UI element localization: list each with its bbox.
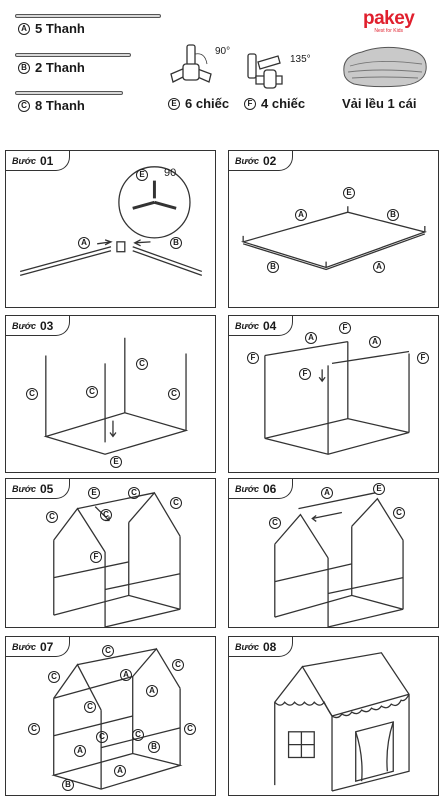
step-01-zoom-angle: 90 — [164, 167, 177, 179]
step-04-badge-a1: A — [305, 332, 317, 344]
step-04-badge-f1: F — [339, 322, 351, 334]
step-05-diagram — [53, 491, 181, 627]
step-04-badge-f4: F — [299, 368, 311, 380]
step-02-badge-a-bottom: A — [373, 261, 385, 273]
step-07-badge-a2: A — [146, 685, 158, 697]
step-06-badge-c2: C — [393, 507, 405, 519]
step-06-badge-a: A — [321, 487, 333, 499]
part-a-text: 5 Thanh — [35, 21, 85, 36]
part-a-label: A 5 Thanh — [18, 21, 85, 36]
part-b-label: B 2 Thanh — [18, 60, 85, 75]
part-e-label: E 6 chiếc — [168, 96, 229, 111]
brand-logo: pakey Nest for Kids — [363, 8, 415, 34]
step-06-badge-c1: C — [269, 517, 281, 529]
brand-logo-text: pakey — [363, 8, 415, 29]
step-05-badge-c1: C — [128, 487, 140, 499]
part-f-badge: F — [244, 97, 256, 110]
step-07-badge-c3: C — [48, 671, 60, 683]
step-02-badge-e: E — [343, 187, 355, 199]
step-07-badge-a4: A — [114, 765, 126, 777]
rod-b-icon — [15, 53, 131, 57]
step-07-badge-c2: C — [172, 659, 184, 671]
step-03-badge-c3: C — [136, 358, 148, 370]
step-07-badge-c8: C — [132, 729, 144, 741]
part-c-text: 8 Thanh — [35, 98, 85, 113]
connector-135-icon — [247, 53, 283, 89]
step-05-badge-e: E — [88, 487, 100, 499]
step-06-diagram — [274, 492, 404, 627]
step-01-zoom-badge: E — [136, 169, 148, 181]
step-07-badge-c7: C — [184, 723, 196, 735]
brand-tagline: Nest for Kids — [374, 28, 403, 34]
folded-tent-fabric-icon — [343, 46, 427, 88]
step-04-diagram — [264, 341, 410, 455]
step-07-badge-a1: A — [120, 669, 132, 681]
part-e-badge: E — [168, 97, 180, 110]
step-07-badge-a3: A — [74, 745, 86, 757]
step-07-badge-b2: B — [62, 779, 74, 791]
step-04-badge-f2: F — [247, 352, 259, 364]
step-07-badge-b1: B — [148, 741, 160, 753]
step-04-badge-a2: A — [369, 336, 381, 348]
step-03-badge-c2: C — [86, 386, 98, 398]
part-b-badge: B — [18, 61, 30, 74]
step-05-badge-f: F — [90, 551, 102, 563]
connector-90-icon — [170, 44, 212, 83]
connector-f-angle: 135° — [290, 54, 311, 65]
step-02-badge-b-right: B — [387, 209, 399, 221]
step-05-badge-c2: C — [170, 497, 182, 509]
step-03-diagram — [43, 337, 189, 455]
step-01-diagram — [19, 166, 203, 277]
step-02-diagram — [240, 206, 428, 271]
step-07-badge-c6: C — [96, 731, 108, 743]
step-07-badge-c1: C — [102, 645, 114, 657]
step-05-badge-c3: C — [46, 511, 58, 523]
part-fabric-text: Vải lều 1 cái — [342, 96, 417, 111]
part-a-badge: A — [18, 22, 30, 35]
step-02-badge-a-top: A — [295, 209, 307, 221]
step-04-badge-f3: F — [417, 352, 429, 364]
part-c-label: C 8 Thanh — [18, 98, 85, 113]
part-b-text: 2 Thanh — [35, 60, 85, 75]
step-07-diagram — [51, 647, 183, 790]
step-02-badge-b-left: B — [267, 261, 279, 273]
step-07-badge-c5: C — [28, 723, 40, 735]
step-03-badge-c4: C — [168, 388, 180, 400]
step-06-badge-e: E — [373, 483, 385, 495]
part-f-text: 4 chiếc — [261, 96, 306, 111]
step-05-badge-c4: C — [100, 509, 112, 521]
part-fabric-label: Vải lều 1 cái — [342, 96, 416, 111]
part-f-label: F 4 chiếc — [244, 96, 305, 111]
step-07-badge-c4: C — [84, 701, 96, 713]
step-03-badge-c1: C — [26, 388, 38, 400]
rod-a-icon — [15, 14, 161, 18]
rod-c-icon — [15, 91, 123, 95]
part-c-badge: C — [18, 99, 30, 112]
step-01-badge-b: B — [170, 237, 182, 249]
step-01-badge-a: A — [78, 237, 90, 249]
tent-house-icon — [274, 652, 410, 792]
connector-e-angle: 90° — [215, 46, 231, 57]
step-03-badge-e: E — [110, 456, 122, 468]
part-e-text: 6 chiếc — [185, 96, 230, 111]
